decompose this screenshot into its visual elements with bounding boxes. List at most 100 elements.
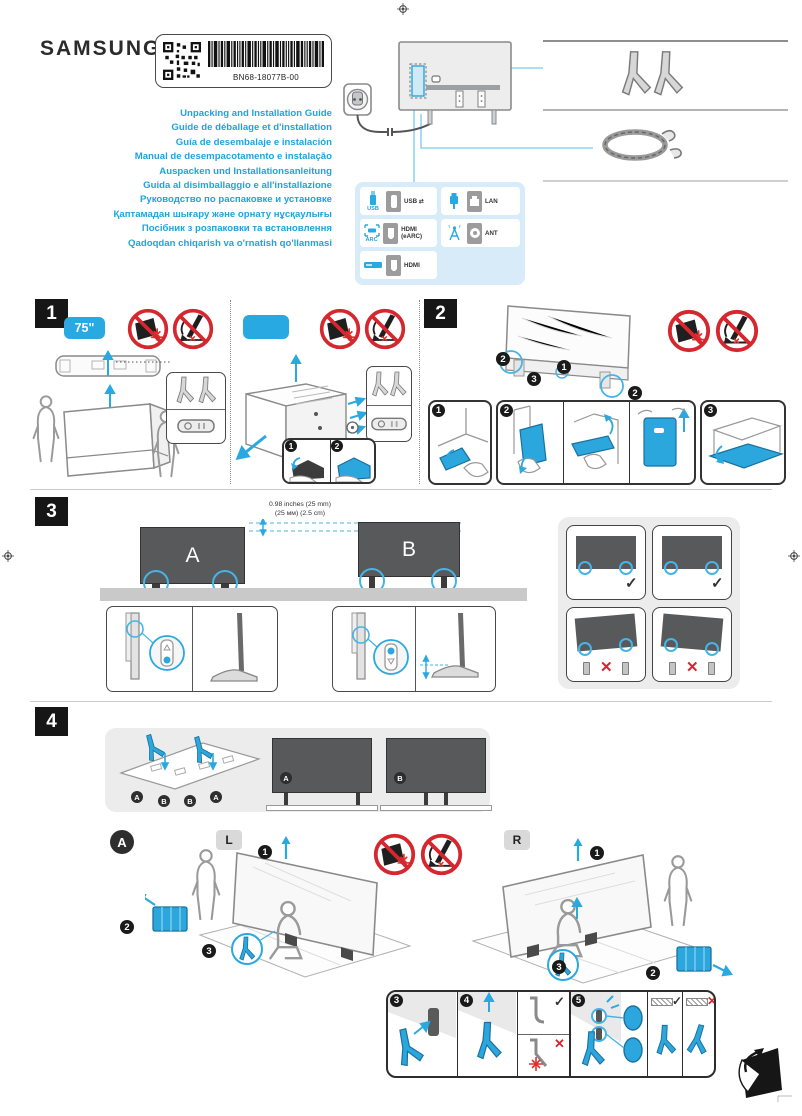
check-mark: ✓ [672, 994, 683, 1008]
ant-port-icon [467, 222, 482, 244]
qr-code [163, 42, 201, 80]
foam-corner-step2-icon [335, 457, 371, 482]
r-step-1-badge: 1 [590, 846, 604, 860]
title-uz: Qadoqdan chiqarish va o'rnatish qo'llanm… [128, 237, 332, 249]
correct-card: ✓ [652, 525, 732, 600]
detail-marker-icon [346, 421, 359, 434]
media-shelf [380, 805, 492, 811]
step-3-art [708, 417, 784, 469]
l-step-2-badge: 2 [120, 920, 134, 934]
title-de: Auspacken und Installationsanleitung [159, 165, 332, 177]
usb-device-icon: USB [363, 190, 383, 212]
tv-a-leg [356, 793, 360, 805]
no-drop-icon [715, 309, 759, 353]
r-step-3-badge: 3 [552, 960, 566, 974]
port-row-ant: ANT [441, 219, 520, 247]
no-impact-icon [319, 308, 361, 350]
packing-sheet-layout [119, 731, 261, 790]
l-step-3-badge: 3 [202, 944, 216, 958]
correct-card: ✓ [566, 525, 646, 600]
attach-step-3-cell [388, 992, 458, 1076]
stand-glyph [669, 662, 676, 675]
stand-glyph [583, 662, 590, 675]
title-ru: Руководство по распаковке и установке [139, 194, 332, 206]
remote-icon [371, 417, 407, 431]
stand-front-detail-b [351, 612, 409, 680]
stand-legs-icon [372, 371, 407, 397]
stand-glyph [708, 662, 715, 675]
check-mark: ✓ [711, 575, 724, 592]
result-wrong-cell: ✕ [683, 992, 714, 1076]
stand-position-panel: A B B A A B [105, 728, 492, 812]
step-2c-art [637, 407, 690, 467]
foot-ring [578, 642, 592, 656]
hdmi-port-icon [383, 222, 399, 244]
tv-rear-icon [398, 41, 512, 125]
leg-straight-icon [656, 1024, 677, 1056]
soundbar-arc-icon: ARC [363, 223, 380, 243]
usb-port-icon [386, 190, 401, 212]
no-impact-icon [373, 833, 416, 876]
part-number: BN68-18077B-00 [232, 72, 300, 82]
section-2-number: 2 [424, 299, 457, 328]
hdmi-earc-port-label: HDMI (eARC) [401, 226, 423, 240]
no-drop-icon [364, 308, 406, 350]
callout-2-badge: 2 [628, 386, 642, 400]
position-label-a: A [210, 791, 222, 803]
no-drop-icon [172, 308, 214, 350]
incorrect-card: ✕ [566, 607, 646, 682]
media-device-icon [363, 261, 383, 269]
step-2a-art [513, 405, 547, 474]
stand-detail-box-b [332, 606, 496, 692]
l-step-1-badge: 1 [258, 845, 272, 859]
rear-ports-panel: USB USB ⇄ ARC HDMI (eARC) HDMI LAN [355, 182, 525, 285]
step-2b-art [571, 413, 619, 470]
leg-tilted-icon [686, 1022, 713, 1057]
foam-removal-steps-box [282, 438, 376, 484]
attach-step-4-badge: 4 [460, 994, 473, 1007]
title-it: Guida al disimballaggio e all'installazi… [143, 180, 332, 192]
lan-port-label: LAN [485, 197, 498, 205]
lift-arrow-icon [573, 838, 583, 861]
leg-attach-steps-box: ✓ ✕ ✓ [386, 990, 716, 1078]
title-en: Unpacking and Installation Guide [180, 108, 332, 119]
port-row-hdmi-earc: ARC HDMI (eARC) [360, 219, 437, 247]
size-badge-blank [243, 315, 289, 339]
tv-b-preview [386, 738, 486, 793]
left-side-badge: L [216, 830, 242, 850]
no-impact-icon [667, 309, 711, 353]
no-drop-icon [420, 833, 463, 876]
foot-ring [578, 561, 592, 575]
section-3-number: 3 [35, 497, 68, 526]
tv-b-leg [444, 793, 448, 805]
r-step-2-badge: 2 [646, 966, 660, 980]
section-divider-line [30, 701, 772, 702]
foot-ring [619, 561, 633, 575]
title-pt: Manual de desempacotamento e instalação [134, 151, 332, 163]
tv-in-foam-illustration [499, 305, 631, 398]
check-mark: ✓ [554, 994, 565, 1009]
unbox-lift-illustration [32, 350, 180, 478]
accessory-callout-box [166, 372, 226, 444]
table-surface [100, 588, 527, 601]
callout-3-badge: 3 [527, 372, 541, 386]
tv-b: B [358, 522, 460, 577]
wall-hatch [651, 998, 673, 1006]
multilingual-titles: Unpacking and Installation Guide Guide d… [40, 107, 332, 251]
section-divider-line [30, 489, 772, 490]
cross-mark: ✕ [600, 659, 613, 676]
step-3-badge: 3 [704, 404, 717, 417]
section-divider [419, 300, 420, 484]
foam-block-icon [145, 893, 188, 932]
tv-a-leg [284, 793, 288, 805]
tv-a-label: A [185, 543, 200, 567]
remote-icon [177, 419, 215, 433]
lift-arrow-icon [281, 836, 291, 859]
attach-step-5-badge: 5 [572, 994, 585, 1007]
substep-1-badge: 1 [285, 440, 297, 452]
page-turn-icon [738, 1048, 792, 1102]
hdmi-port-label: HDMI [404, 261, 420, 269]
media-shelf [266, 805, 378, 811]
usb-port-label: USB ⇄ [404, 197, 424, 205]
